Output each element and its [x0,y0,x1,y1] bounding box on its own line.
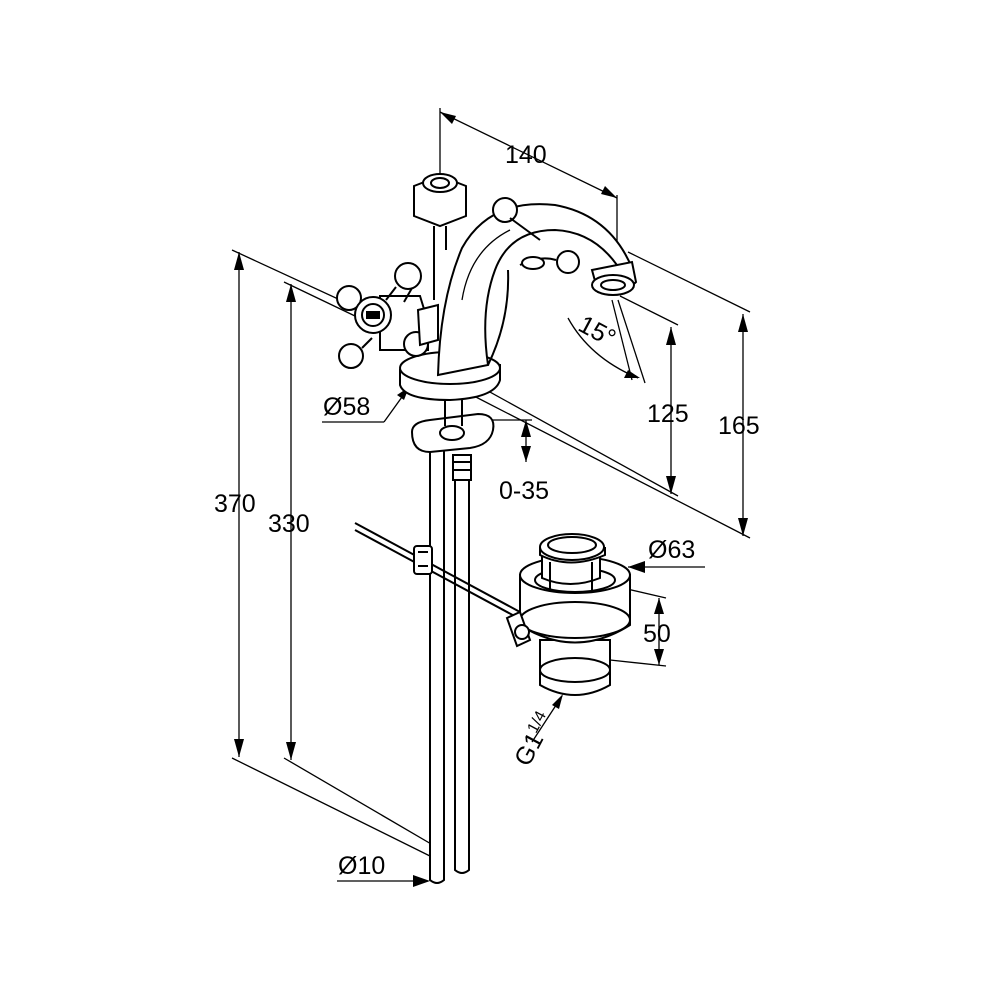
pop-up-waste [354,522,631,696]
dim-label-0-35: 0-35 [499,477,549,505]
pop-up-pull-rod [413,173,467,300]
dimension-diameter-58: Ø58 [322,387,409,423]
spout [436,203,638,377]
dim-label-125: 125 [647,400,689,428]
supply-pipes [429,424,472,884]
mounting-bracket [410,395,495,454]
rear-handle [492,197,580,274]
dimension-125: 125 [469,295,689,497]
dim-label-140: 140 [505,141,547,169]
dimension-diameter-63: Ø63 [628,536,705,573]
dim-label-dia63: Ø63 [648,536,695,564]
dimension-50: 50 [609,584,671,667]
dim-label-370: 370 [214,490,256,518]
dimension-165: 165 [469,251,760,539]
dim-label-dia10: Ø10 [338,852,385,880]
front-cross-handle [336,262,439,369]
dimension-370: 370 [214,249,439,861]
dim-label-165: 165 [718,412,760,440]
dim-label-330: 330 [268,510,310,538]
dimension-diameter-10: Ø10 [337,852,430,887]
dimension-thread-g: G11/4 [509,694,563,771]
dim-label-dia58: Ø58 [323,393,370,421]
dimension-140: 140 [439,108,618,262]
dim-label-15deg: 15° [574,310,621,352]
dim-label-50: 50 [643,620,671,648]
dimension-15-deg: 15° [567,299,646,384]
dim-label-thread: G11/4 [509,708,560,770]
dimension-0-35: 0-35 [490,419,549,505]
thread-g-text: G1 [509,728,549,771]
cold-indicator-icon [366,311,380,319]
dimension-330: 330 [268,281,439,849]
